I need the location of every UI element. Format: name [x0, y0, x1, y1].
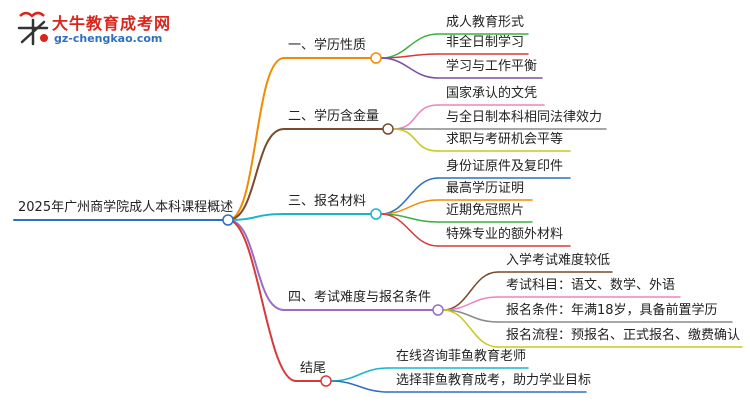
- leaf-topic[interactable]: 报名流程：预报名、正式报名、缴费确认: [506, 328, 741, 343]
- branch-connector: [227, 128, 285, 221]
- branch-topic[interactable]: 二、学历含金量: [288, 109, 380, 124]
- leaf-connector: [380, 53, 439, 59]
- site-logo[interactable]: 大牛教育成考网 gz-chengkao.com: [14, 8, 214, 52]
- leaf-topic[interactable]: 报名条件：年满18岁，具备前置学历: [506, 303, 718, 318]
- brand-url[interactable]: gz-chengkao.com: [54, 32, 163, 45]
- leaf-connector: [392, 128, 439, 152]
- branch-collapse-node[interactable]: [370, 52, 382, 64]
- leaf-topic[interactable]: 非全日制学习: [446, 35, 525, 50]
- leaf-topic[interactable]: 国家承认的文凭: [446, 86, 538, 101]
- leaf-topic[interactable]: 在线咨询菲鱼教育老师: [396, 349, 527, 364]
- leaf-topic[interactable]: 成人教育形式: [446, 15, 525, 30]
- leaf-topic[interactable]: 选择菲鱼教育成考，助力学业目标: [396, 373, 592, 388]
- root-collapse-node[interactable]: [222, 214, 234, 226]
- branch-connector: [227, 219, 285, 311]
- leaf-topic[interactable]: 与全日制本科相同法律效力: [446, 110, 603, 125]
- branch-connector: [227, 219, 297, 382]
- leaf-topic[interactable]: 学习与工作平衡: [446, 59, 538, 74]
- branch-connector: [227, 57, 285, 221]
- branch-collapse-node[interactable]: [382, 123, 394, 135]
- branch-topic[interactable]: 三、报名材料: [288, 194, 367, 209]
- leaf-topic[interactable]: 考试科目：语文、数学、外语: [506, 278, 676, 293]
- leaf-topic[interactable]: 特殊专业的额外材料: [446, 227, 564, 242]
- leaf-topic[interactable]: 入学考试难度较低: [506, 253, 611, 268]
- branch-connector: [227, 213, 285, 221]
- branch-topic[interactable]: 一、学历性质: [288, 38, 367, 53]
- leaf-connector: [330, 367, 389, 382]
- root-topic[interactable]: 2025年广州商学院成人本科课程概述: [18, 200, 234, 215]
- leaf-connector: [442, 309, 499, 348]
- leaf-connector: [392, 104, 439, 130]
- ox-logo-icon: [17, 11, 49, 46]
- leaf-topic[interactable]: 最高学历证明: [446, 181, 525, 196]
- branch-topic[interactable]: 结尾: [300, 361, 327, 376]
- leaf-topic[interactable]: 身份证原件及复印件: [446, 159, 564, 174]
- branch-collapse-node[interactable]: [320, 375, 332, 387]
- branch-collapse-node[interactable]: [370, 208, 382, 220]
- branch-topic[interactable]: 四、考试难度与报名条件: [288, 290, 432, 305]
- leaf-connector: [330, 380, 389, 393]
- leaf-topic[interactable]: 求职与考研机会平等: [446, 132, 564, 147]
- leaf-connector: [380, 57, 439, 79]
- leaf-connector: [380, 213, 439, 247]
- brand-name: 大牛教育成考网: [52, 14, 172, 33]
- leaf-connector: [380, 177, 439, 215]
- leaf-topic[interactable]: 近期免冠照片: [446, 203, 525, 218]
- branch-collapse-node[interactable]: [432, 304, 444, 316]
